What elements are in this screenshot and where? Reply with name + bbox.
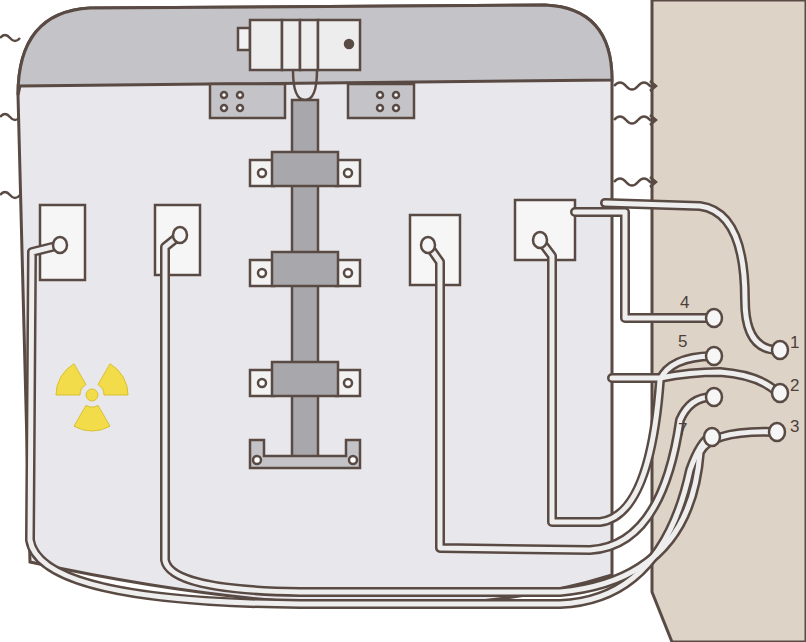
terminal-number: 1 bbox=[790, 334, 799, 351]
central-pipe bbox=[250, 100, 360, 468]
terminal-number: 5 bbox=[678, 333, 687, 350]
terminal-number: 3 bbox=[790, 418, 799, 435]
terminal-number: 7 bbox=[678, 421, 687, 438]
terminal-number: 2 bbox=[790, 377, 799, 394]
vessel-body bbox=[18, 5, 612, 606]
wires-outline bbox=[30, 203, 778, 604]
terminal-boxes bbox=[40, 200, 575, 285]
terminal-number: 4 bbox=[680, 294, 689, 311]
radiation-symbol bbox=[56, 364, 128, 431]
vessel-dome bbox=[18, 5, 612, 95]
wires-core bbox=[30, 203, 778, 604]
terminal-sockets bbox=[53, 227, 788, 446]
